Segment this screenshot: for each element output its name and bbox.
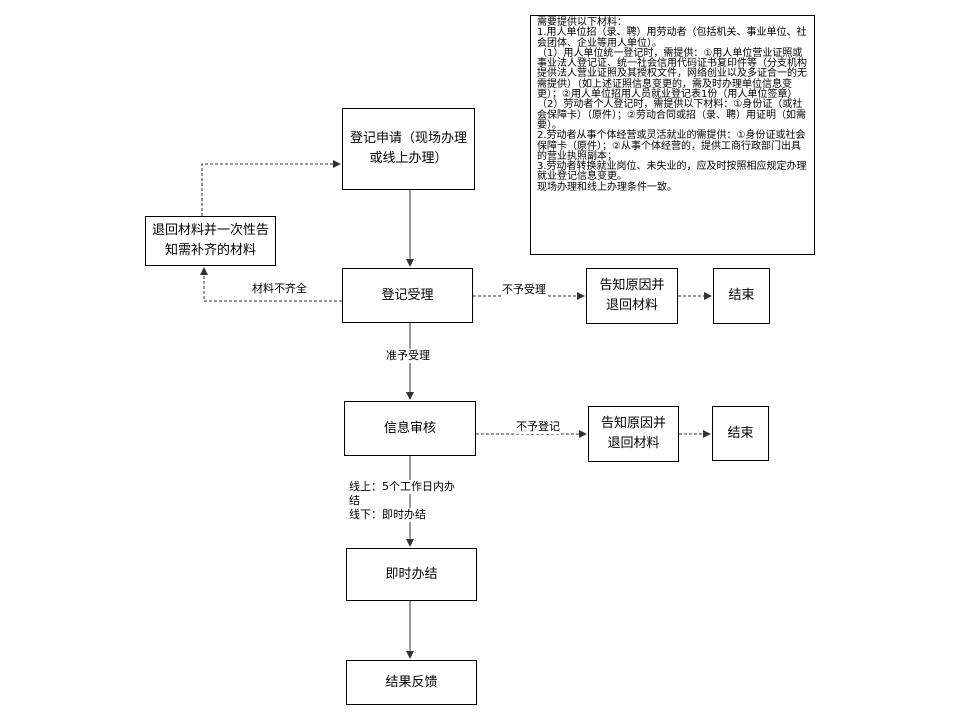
- label-accepted: 准予受理: [386, 349, 430, 363]
- label-not-accepted: 不予受理: [502, 283, 546, 297]
- label-incomplete: 材料不齐全: [252, 282, 307, 296]
- requirements-note: 需要提供以下材料： 1.用人单位招（录、聘）用劳动者（包括机关、事业单位、社会团…: [530, 15, 815, 255]
- node-review: 信息审核: [344, 401, 476, 456]
- requirements-line: （2）劳动者个人登记时，需提供以下材料：①身份证（或社会保障卡）（原件）；②劳动…: [537, 99, 806, 131]
- node-reject-accept: 告知原因并退回材料: [586, 268, 678, 324]
- node-immediate: 即时办结: [346, 548, 477, 601]
- node-immediate-text: 即时办结: [385, 566, 438, 582]
- node-reject-register-text: 告知原因并退回材料: [600, 416, 666, 451]
- node-end-1-text: 结束: [728, 288, 755, 303]
- requirements-line: （1）用人单位统一登记时，需提供：①用人单位营业证照或事业法人登记证、统一社会信…: [537, 47, 807, 101]
- node-reject-accept-text: 告知原因并退回材料: [599, 278, 665, 313]
- node-apply-text: 登记申请（现场办理或线上办理）: [349, 131, 467, 166]
- node-accept-text: 登记受理: [381, 287, 434, 303]
- requirements-line: 3.劳动者转换就业岗位、未失业的，应及时按照相应规定办理就业登记信息变更。: [537, 161, 807, 183]
- node-end-2-text: 结束: [727, 425, 754, 441]
- arrow-accept-to-return: [200, 267, 342, 302]
- node-accept: 登记受理: [342, 268, 473, 323]
- arrow-return-to-apply: [201, 160, 341, 216]
- node-reject-register: 告知原因并退回材料: [588, 406, 679, 462]
- node-end-2: 结束: [712, 406, 769, 461]
- requirements-line: 2.劳动者从事个体经营或灵活就业的需提供：①身份证或社会保障卡（原件）；②从事个…: [537, 130, 806, 162]
- label-not-registered: 不予登记: [516, 420, 560, 434]
- requirements-line: 需要提供以下材料：: [537, 17, 627, 28]
- label-timing-3: 线下：即时办结: [349, 508, 426, 522]
- node-feedback: 结果反馈: [346, 660, 477, 705]
- node-return-materials: 退回材料并一次性告知需补齐的材料: [145, 216, 276, 266]
- label-timing-2: 结: [349, 494, 360, 508]
- node-feedback-text: 结果反馈: [385, 674, 438, 690]
- node-review-text: 信息审核: [383, 420, 436, 436]
- node-apply: 登记申请（现场办理或线上办理）: [342, 108, 475, 190]
- node-return-materials-text: 退回材料并一次性告知需补齐的材料: [151, 223, 269, 258]
- requirements-line: 1.用人单位招（录、聘）用劳动者（包括机关、事业单位、社会团体、企业等用人单位）…: [537, 27, 807, 49]
- node-end-1: 结束: [713, 268, 770, 324]
- requirements-line: 现场办理和线上办理条件一致。: [537, 181, 677, 193]
- label-timing-1: 线上：5个工作日内办: [349, 480, 455, 494]
